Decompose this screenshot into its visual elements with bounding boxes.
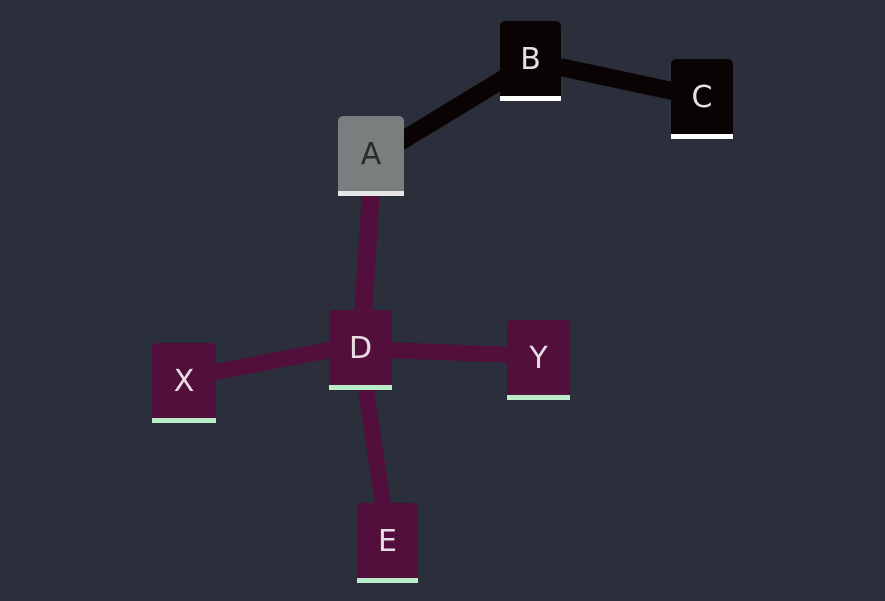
- node-underline: [671, 134, 733, 139]
- node-label: C: [692, 80, 713, 115]
- node-a[interactable]: A: [338, 116, 404, 196]
- edge-d-y: [384, 342, 516, 363]
- node-b[interactable]: B: [500, 21, 561, 101]
- node-label: X: [174, 364, 195, 399]
- node-c[interactable]: C: [671, 59, 733, 139]
- node-label: E: [378, 524, 397, 559]
- edge-d-e: [357, 381, 392, 514]
- edges-layer: [203, 58, 679, 514]
- node-box: [507, 320, 570, 400]
- node-underline: [338, 191, 404, 196]
- node-y[interactable]: Y: [507, 320, 570, 400]
- nodes-layer: A B C D X Y E: [152, 21, 733, 583]
- edge-a-b: [393, 70, 510, 151]
- node-box: [500, 21, 561, 101]
- edge-d-x: [203, 340, 342, 382]
- node-x[interactable]: X: [152, 343, 216, 423]
- edge-b-c: [558, 58, 679, 101]
- node-underline: [357, 578, 418, 583]
- node-box: [671, 59, 733, 139]
- node-label: B: [520, 42, 541, 77]
- node-label: D: [349, 331, 372, 366]
- node-underline: [500, 96, 561, 101]
- edge-a-d: [354, 189, 380, 319]
- node-box: [338, 116, 404, 196]
- node-e[interactable]: E: [357, 503, 418, 583]
- node-d[interactable]: D: [329, 310, 392, 390]
- node-box: [357, 503, 418, 583]
- node-underline: [507, 395, 570, 400]
- node-underline: [152, 418, 216, 423]
- node-label: A: [361, 137, 382, 172]
- node-underline: [329, 385, 392, 390]
- node-box: [152, 343, 216, 423]
- node-box: [329, 310, 392, 390]
- node-label: Y: [528, 341, 548, 376]
